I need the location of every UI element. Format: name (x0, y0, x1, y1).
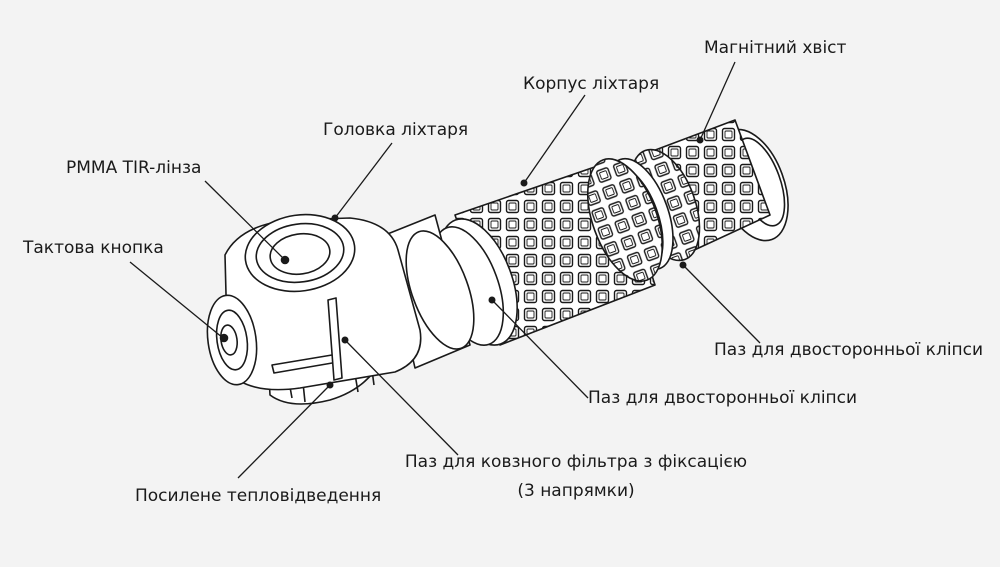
leader-heat-sink (237, 384, 331, 479)
dot-filter-groove (341, 336, 349, 344)
label-body: Корпус ліхтаря (523, 74, 660, 94)
label-head: Головка ліхтаря (323, 120, 469, 140)
leader-head (334, 142, 393, 219)
leader-filter-groove (344, 339, 459, 456)
label-lens: PMMA TIR-лінза (66, 158, 202, 178)
leader-magnetic-tail (699, 61, 736, 141)
dot-clip-groove-1 (679, 261, 687, 269)
dot-heat-sink (326, 381, 334, 389)
leader-lens (204, 180, 286, 261)
dot-head (331, 214, 339, 222)
label-clip-groove-1: Паз для двосторонньої кліпси (714, 340, 984, 360)
label-magnetic-tail: Магнітний хвіст (704, 38, 847, 58)
label-filter-groove-line1: Паз для ковзного фільтра з фіксацією (404, 452, 748, 472)
flashlight-head-part (206, 213, 422, 405)
leader-clip-groove-2 (491, 299, 589, 399)
label-filter-groove: Паз для ковзного фільтра з фіксацією (3 … (404, 454, 748, 500)
label-clip-groove-2: Паз для двосторонньої кліпси (588, 388, 858, 408)
leader-body (523, 94, 586, 184)
dot-body (520, 179, 528, 187)
leader-button (129, 261, 224, 339)
label-button: Тактова кнопка (23, 238, 164, 258)
label-heat-sink: Посилене тепловідведення (135, 486, 382, 506)
dot-magnetic-tail (696, 136, 704, 144)
dot-clip-groove-2 (488, 296, 496, 304)
label-filter-groove-line2: (3 напрямки) (517, 481, 635, 501)
leader-clip-groove-1 (682, 264, 761, 344)
